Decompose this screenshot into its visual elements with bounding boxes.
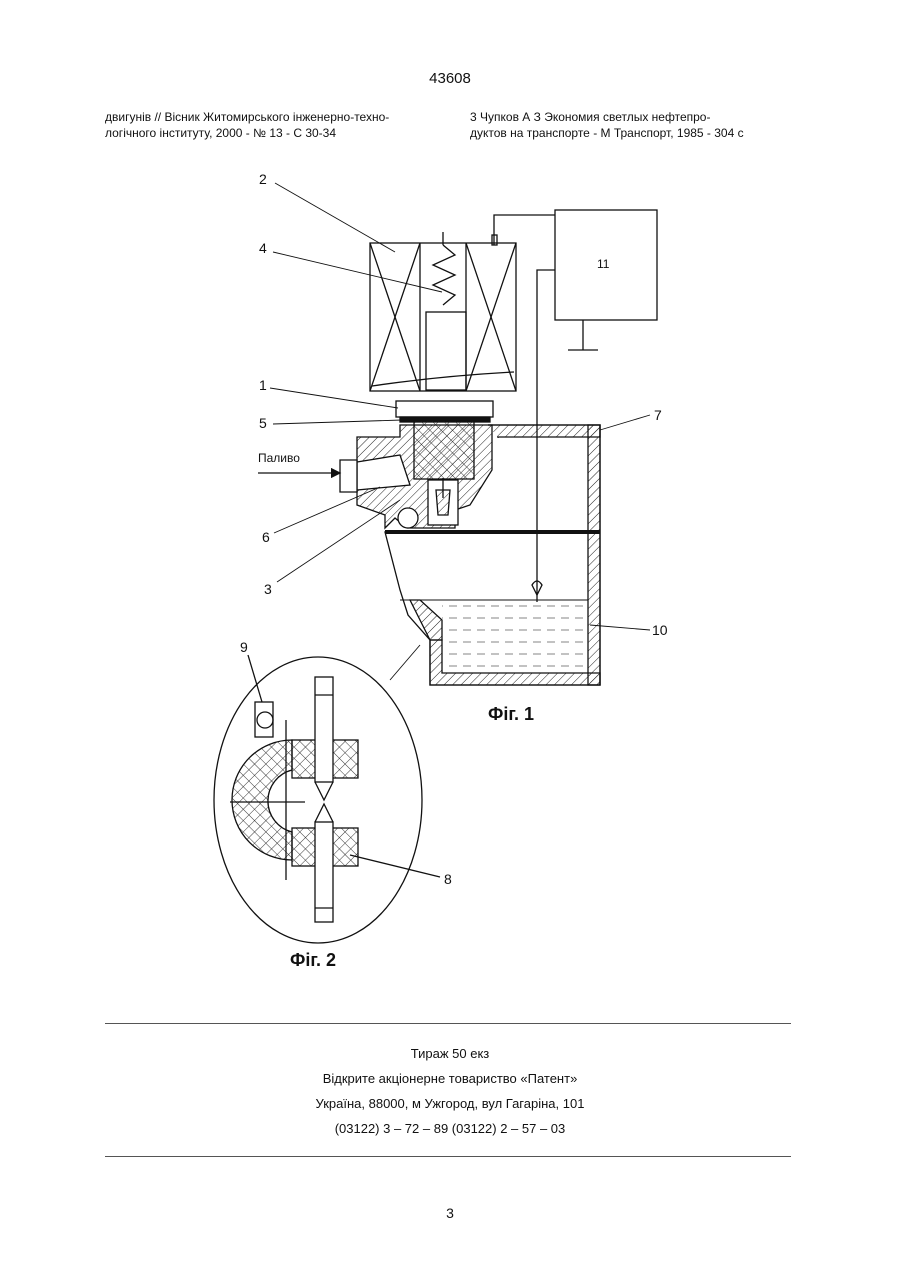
fig1-caption: Фіг. 1 — [488, 704, 534, 724]
control-wire — [494, 215, 555, 245]
valve-body — [340, 421, 492, 528]
callout-5: 5 — [259, 415, 267, 431]
imprint-line: Україна, 88000, м Ужгород, вул Гагаріна,… — [0, 1096, 900, 1111]
callout-2: 2 — [259, 171, 267, 187]
cover-plate — [396, 401, 493, 417]
callout-1: 1 — [259, 377, 267, 393]
divider-bottom — [105, 1156, 791, 1157]
callout-10: 10 — [652, 622, 668, 638]
fig2-caption: Фіг. 2 — [290, 950, 336, 970]
imprint-line: Тираж 50 екз — [0, 1046, 900, 1061]
fuel-label: Паливо — [258, 451, 300, 465]
page-number: 3 — [0, 1205, 900, 1221]
detail-view — [214, 655, 440, 943]
solenoid-coil — [370, 243, 516, 391]
imprint-line: Відкрите акціонерне товариство «Патент» — [0, 1071, 900, 1086]
callout-9: 9 — [240, 639, 248, 655]
callout-6: 6 — [262, 529, 270, 545]
callout-4: 4 — [259, 240, 267, 256]
callout-11: 11 — [597, 257, 610, 271]
callout-8: 8 — [444, 871, 452, 887]
ground-symbol — [568, 320, 598, 350]
imprint-line: (03122) 3 – 72 – 89 (03122) 2 – 57 – 03 — [0, 1121, 900, 1136]
callout-7: 7 — [654, 407, 662, 423]
spring — [426, 232, 466, 390]
callout-3: 3 — [264, 581, 272, 597]
divider-top — [105, 1023, 791, 1024]
